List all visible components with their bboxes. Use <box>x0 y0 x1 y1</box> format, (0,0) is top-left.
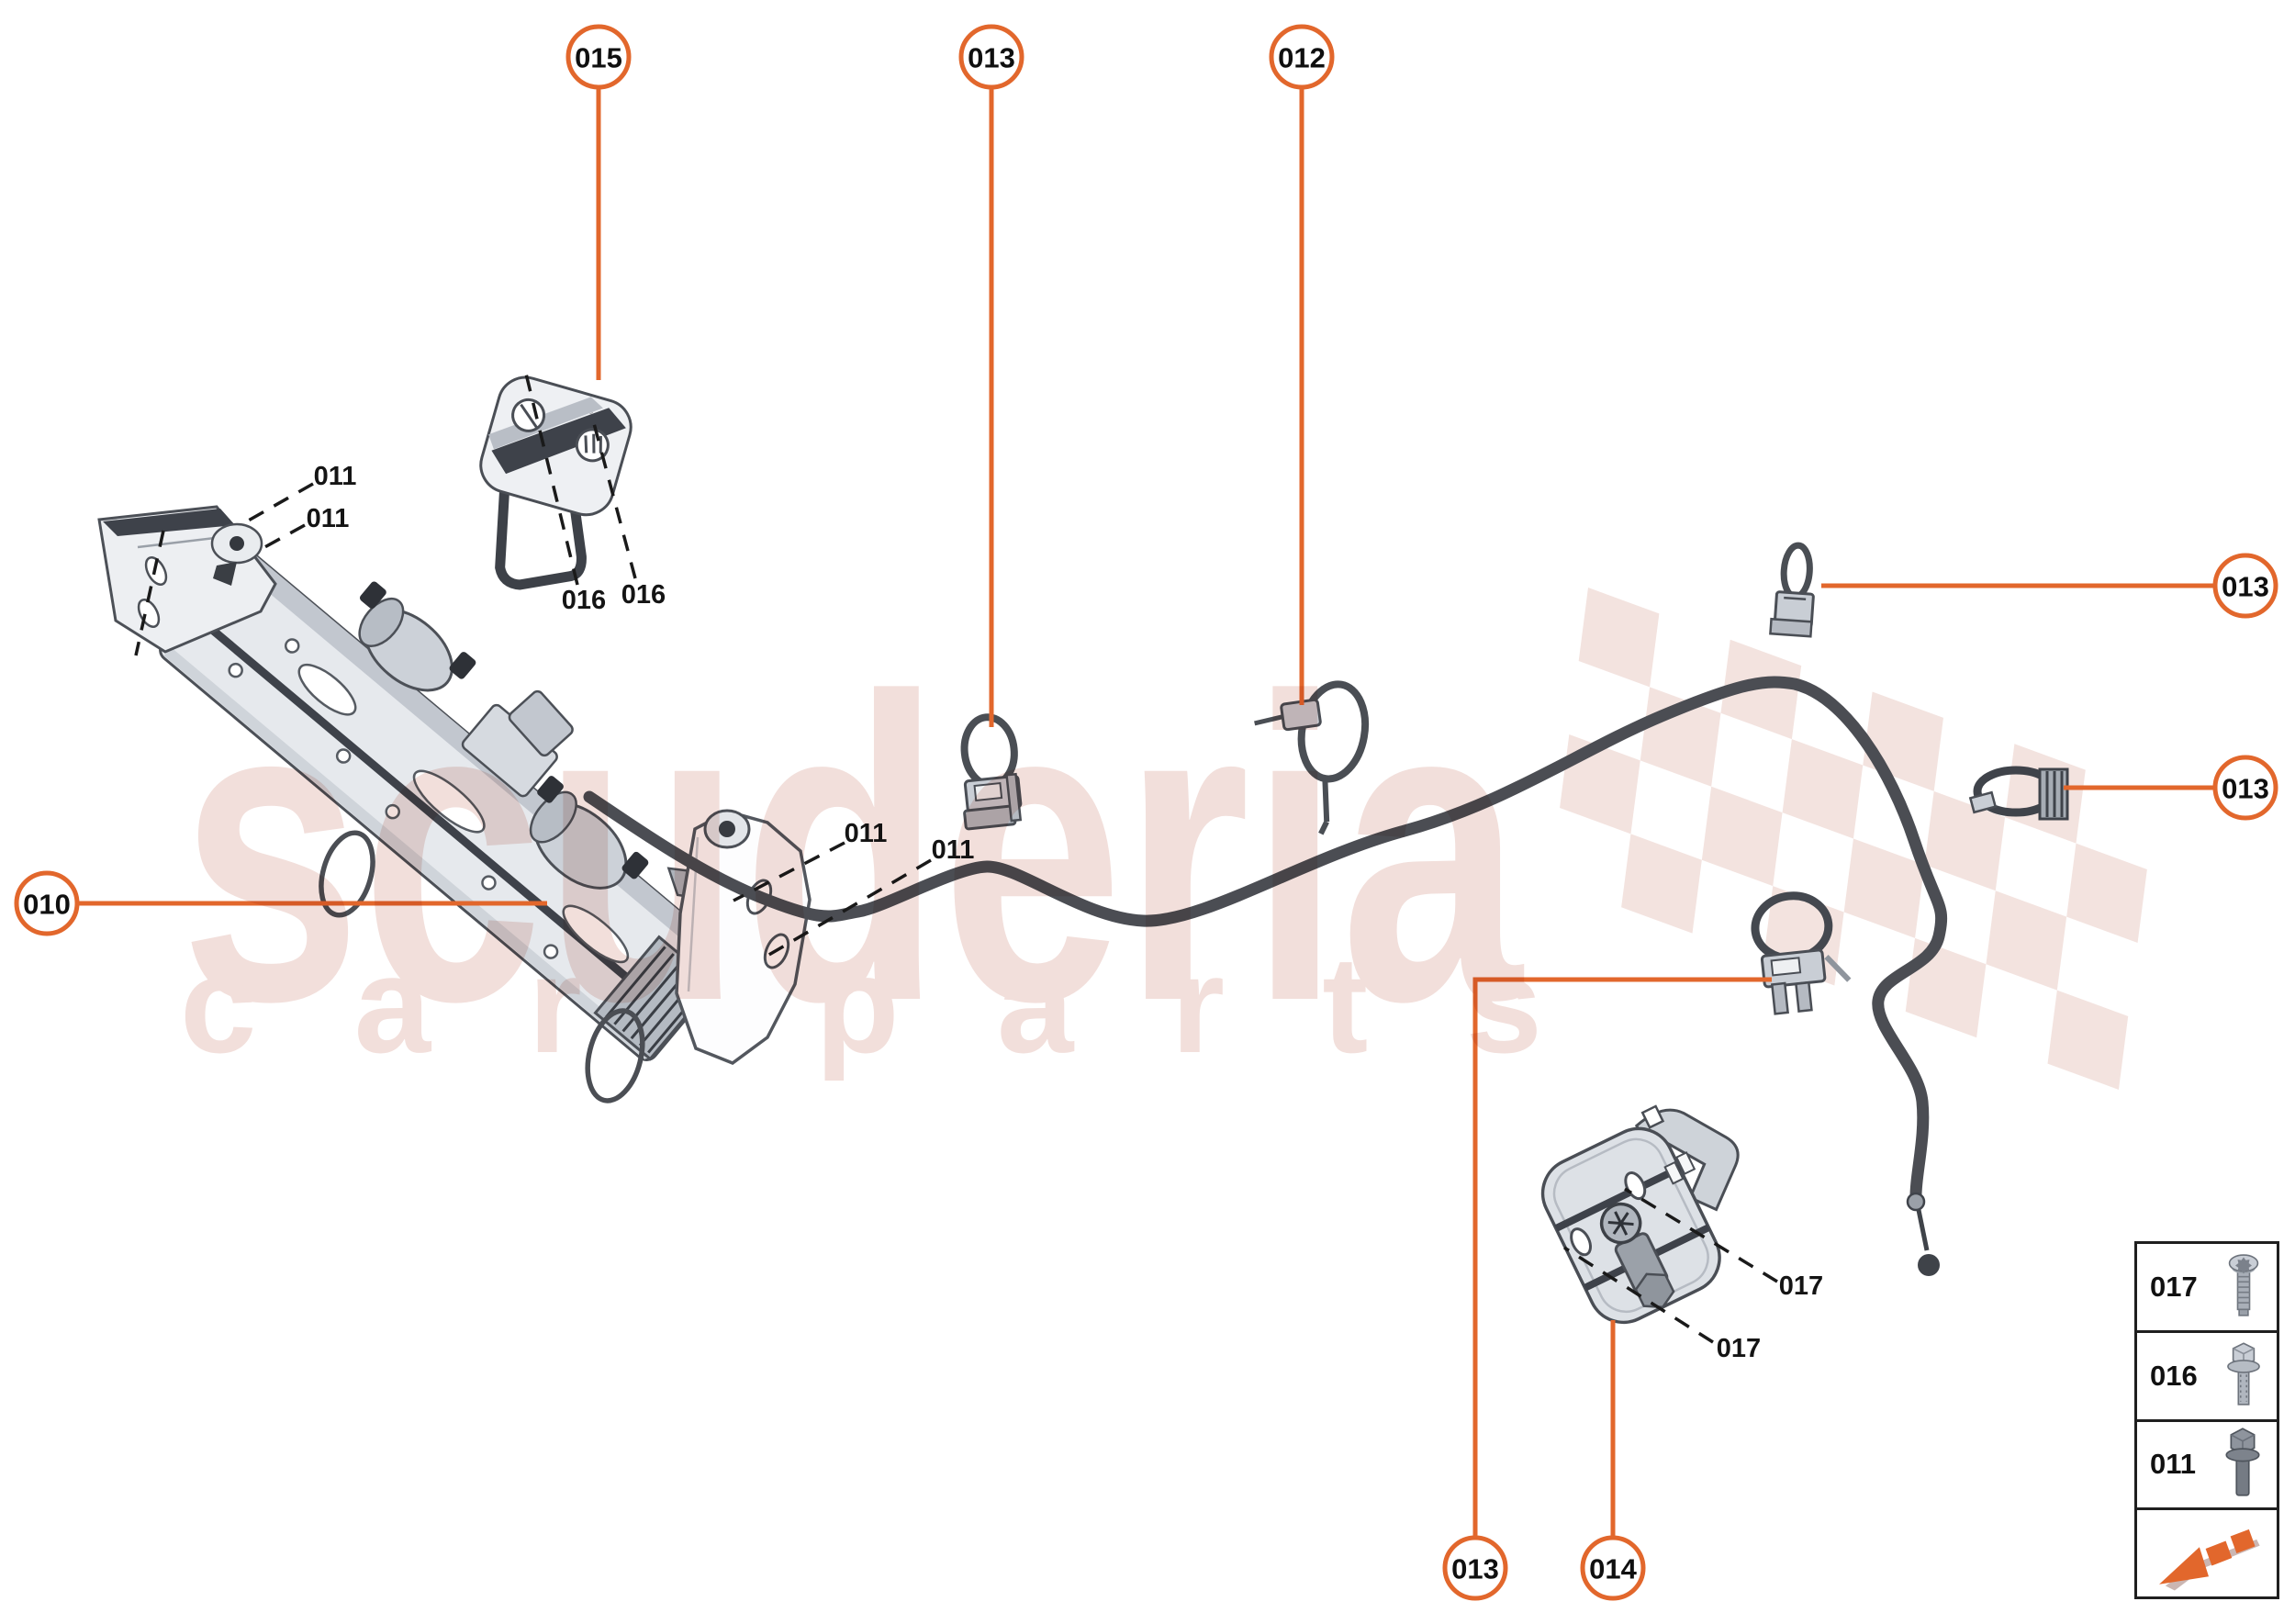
callout-013-right-lower-label: 013 <box>2222 773 2269 805</box>
callout-013-bottom-circle[interactable] <box>1442 1535 1508 1601</box>
callout-013-bottom[interactable]: 013 <box>1442 1535 1508 1601</box>
callout-013-right-lower-circle[interactable] <box>2212 755 2278 821</box>
part-label-016-3: 016 <box>621 580 666 610</box>
cable-end-ball <box>1918 1254 1940 1276</box>
checkered-flag-watermark <box>1560 588 2147 1090</box>
legend-label-011: 011 <box>2150 1448 2197 1481</box>
callout-015-circle[interactable] <box>565 24 632 90</box>
callout-013-top[interactable]: 013 <box>958 24 1024 90</box>
callout-010-label: 010 <box>23 889 71 921</box>
cable-ring-clamp-013 <box>1968 766 2069 821</box>
label-017-leader-7 <box>1563 1246 1714 1344</box>
callout-014[interactable]: 014 <box>1580 1535 1646 1601</box>
watermark-line1: scuderia <box>180 609 1524 1091</box>
flag-cell <box>2047 990 2129 1090</box>
flange-bolt-icon <box>2227 1341 2260 1406</box>
part-drawings <box>97 375 2069 1325</box>
flag-cell <box>1986 890 2067 991</box>
callout-010-circle[interactable] <box>14 870 80 936</box>
callout-010[interactable]: 010 <box>14 870 80 936</box>
label-016-leader-2 <box>524 373 579 586</box>
callout-015[interactable]: 015 <box>565 24 632 90</box>
cable-clip-013-right <box>1769 542 1815 638</box>
part-label-016-2: 016 <box>562 586 606 615</box>
latch-bracket-014 <box>1540 1104 1740 1325</box>
flag-cell <box>1924 790 2006 891</box>
callout-013-bottom-label: 013 <box>1451 1553 1499 1585</box>
cable-clip-013-top <box>960 713 1023 831</box>
legend-label-016: 016 <box>2150 1359 2198 1392</box>
callout-012-circle[interactable] <box>1269 24 1335 90</box>
label-016-leader-3 <box>589 412 637 579</box>
callout-013-bottom-leader <box>1472 977 1772 1537</box>
label-011-leader-5 <box>767 858 932 958</box>
callout-013-right-upper-label: 013 <box>2222 571 2269 603</box>
part-label-017-6: 017 <box>1779 1271 1823 1301</box>
flag-cell <box>1843 838 1925 938</box>
flag-cell <box>1863 691 1944 791</box>
flange-bolt-dark-icon <box>2225 1428 2260 1496</box>
leader-lines <box>78 88 2214 1537</box>
callout-015-label: 015 <box>575 42 622 74</box>
flag-cell <box>1720 639 1802 740</box>
part-label-011-4: 011 <box>845 819 888 848</box>
flag-cell <box>1782 739 1864 839</box>
callout-014-circle[interactable] <box>1580 1535 1646 1601</box>
bowden-cable <box>583 676 1948 1276</box>
striker-plate-015 <box>479 375 633 590</box>
brand-watermark: scuderia car parts <box>180 609 1542 1091</box>
flag-cell <box>1701 786 1783 887</box>
part-label-011-0: 011 <box>314 462 357 491</box>
cable-clamp-013-bottom <box>1751 891 1852 1015</box>
flag-cell <box>1621 834 1702 934</box>
callout-013-top-circle[interactable] <box>958 24 1024 90</box>
torx-screw-icon <box>2228 1254 2259 1316</box>
cable-ferrule <box>1906 1192 1926 1212</box>
latch-assembly-010 <box>97 505 812 1103</box>
legend-label-017: 017 <box>2150 1270 2198 1303</box>
label-011-leader-0 <box>244 482 314 524</box>
legend-row-017[interactable]: 017 <box>2137 1244 2277 1330</box>
callout-012[interactable]: 012 <box>1269 24 1335 90</box>
label-011-leader-1 <box>259 523 306 552</box>
callout-013-top-label: 013 <box>968 42 1015 74</box>
callout-014-label: 014 <box>1589 1553 1637 1585</box>
flag-cell <box>1905 937 1987 1038</box>
callout-badges: 015 013 012 013 013 010 013 014 <box>14 24 2278 1601</box>
legend-row-011[interactable]: 011 <box>2137 1418 2277 1508</box>
part-label-011-1: 011 <box>307 504 350 533</box>
watermark-line2: car parts <box>180 927 1542 1081</box>
cable-tie-012 <box>1254 680 1370 835</box>
fasteners-legend: 017 016 011 <box>2134 1241 2279 1599</box>
label-017-leader-6 <box>1624 1187 1778 1283</box>
callout-013-right-upper-circle[interactable] <box>2212 553 2278 619</box>
bolt-axis-leader-0 <box>134 530 165 656</box>
brand-arrow-logo <box>2159 1529 2260 1591</box>
flag-cell <box>1578 588 1660 688</box>
part-label-011-5: 011 <box>932 835 975 865</box>
label-011-leader-4 <box>733 841 845 902</box>
legend-row-016[interactable]: 016 <box>2137 1329 2277 1419</box>
legend-row-logo[interactable] <box>2137 1507 2277 1596</box>
callout-013-right-upper[interactable]: 013 <box>2212 553 2278 619</box>
callout-012-label: 012 <box>1278 42 1326 74</box>
flag-cell <box>2066 843 2147 944</box>
part-label-017-7: 017 <box>1717 1334 1761 1363</box>
callout-013-right-lower[interactable]: 013 <box>2212 755 2278 821</box>
part-labels: 011 011 016 016 011 011 017 017 <box>307 462 1824 1363</box>
